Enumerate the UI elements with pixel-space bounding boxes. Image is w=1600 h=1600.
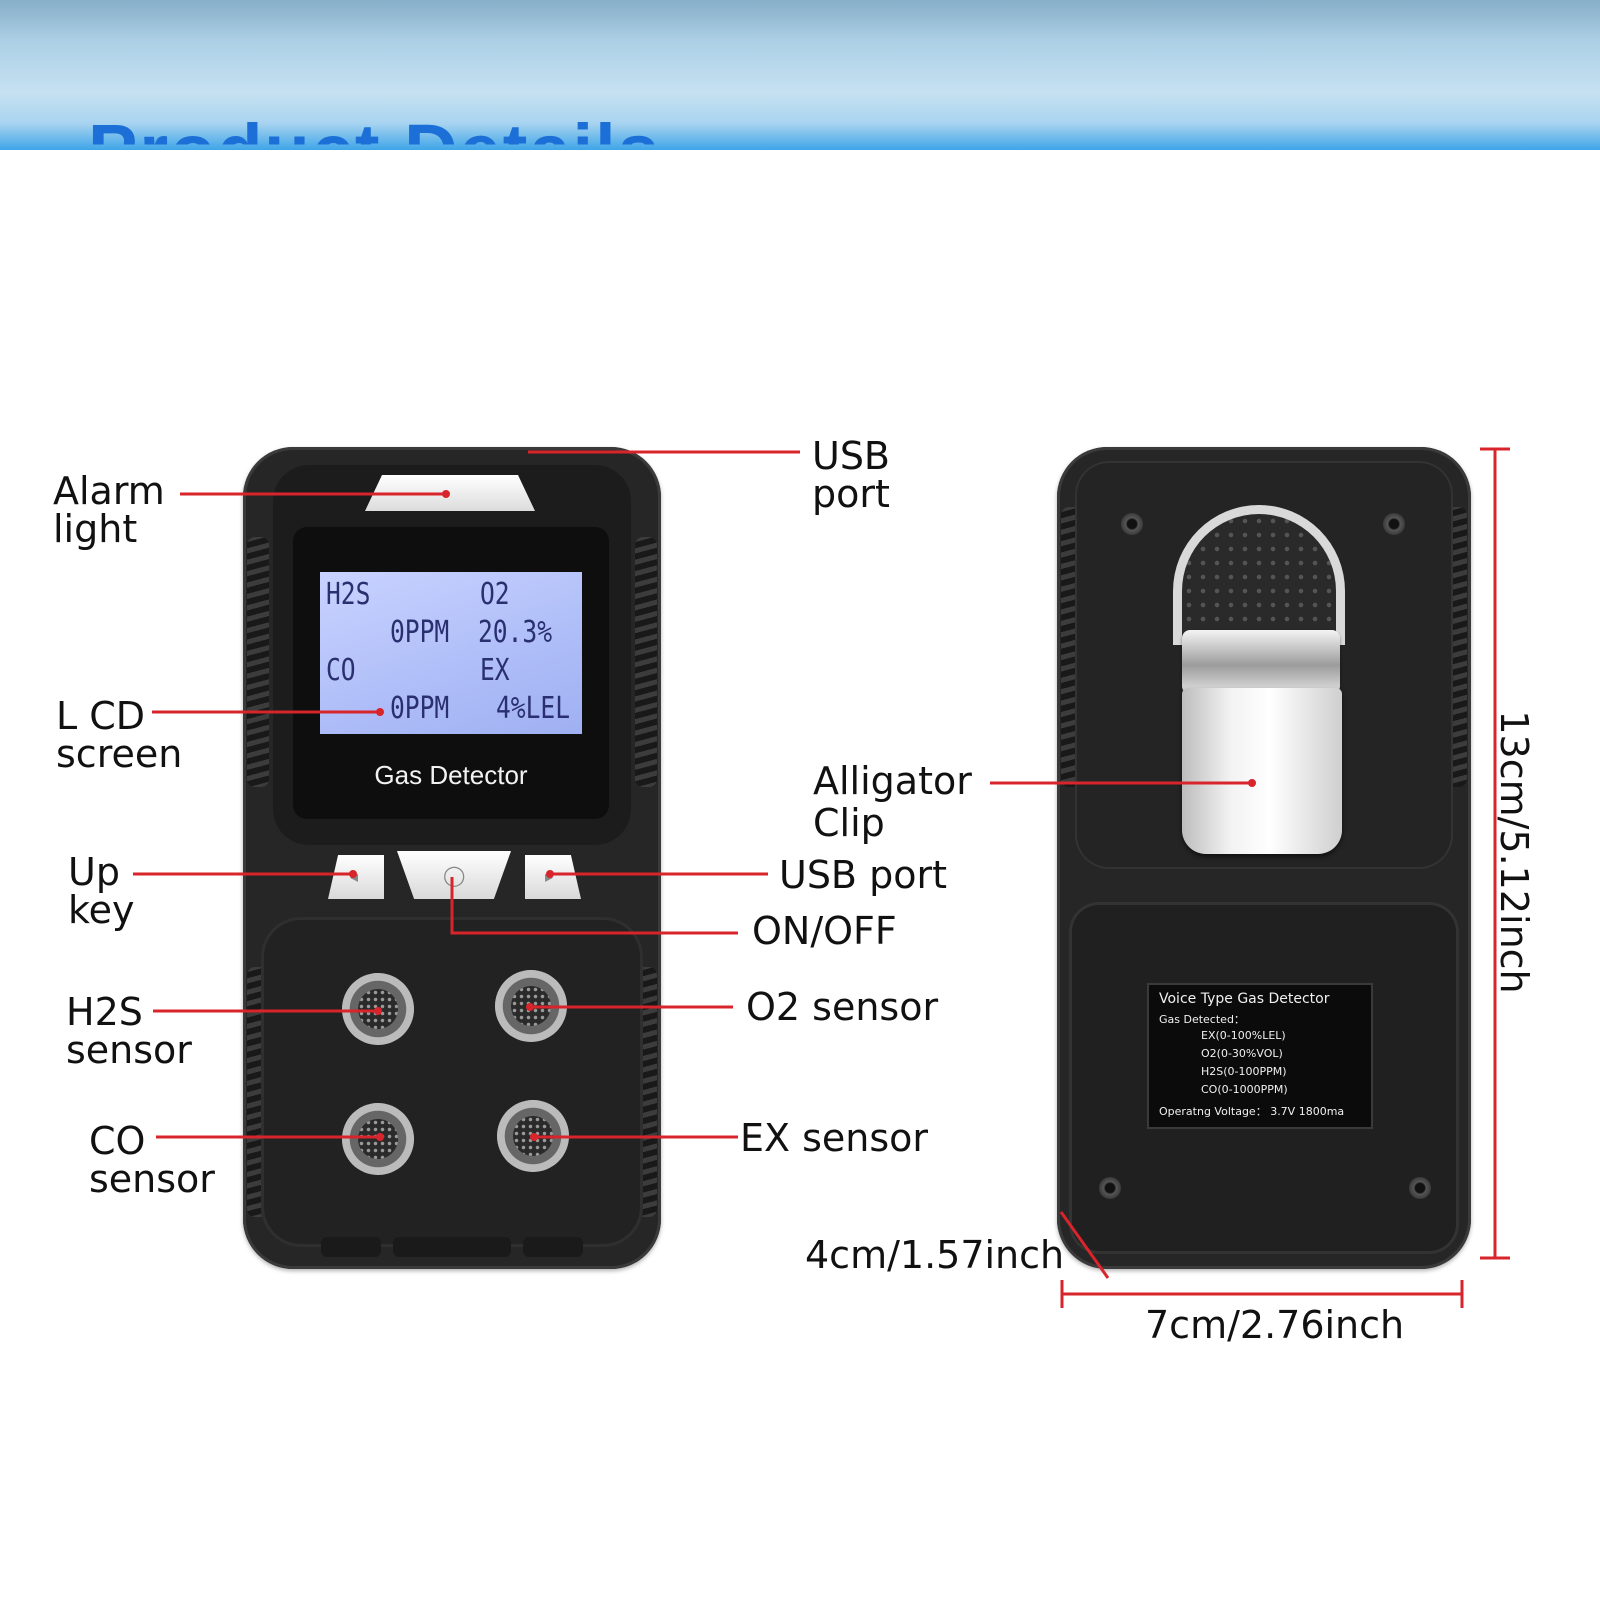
nameplate-subtitle: Gas Detected： — [1159, 1013, 1245, 1026]
label-depth: 4cm/1.57inch — [805, 1233, 1065, 1277]
nameplate-title: Voice Type Gas Detector — [1159, 991, 1330, 1007]
lcd-o2-label: O2 — [480, 577, 510, 612]
foot-tab — [523, 1237, 583, 1257]
label-width: 7cm/2.76inch — [1145, 1303, 1405, 1347]
label-height: 13cm/5.12inch — [1492, 710, 1536, 994]
top-banner: Product Details — [0, 0, 1600, 150]
screw-icon — [1121, 513, 1143, 535]
triangle-left-icon: ◂ — [350, 867, 359, 886]
lcd-ex-value: 4%LEL — [496, 691, 571, 726]
label-up-key: Up key — [68, 850, 135, 932]
label-ex-sensor: EX sensor — [740, 1116, 929, 1160]
label-on-off: ON/OFF — [752, 909, 897, 953]
label-o2-sensor: O2 sensor — [746, 985, 939, 1029]
lcd-h2s-label: H2S — [326, 577, 371, 612]
label-lcd-screen: L CD screen — [56, 694, 183, 776]
screw-icon — [1099, 1177, 1121, 1199]
label-usb-port-side: USB port — [779, 853, 947, 897]
lcd-co-label: CO — [326, 653, 356, 688]
triangle-right-icon: ▸ — [545, 867, 554, 886]
label-alligator-clip: Alligator Clip — [813, 759, 972, 845]
banner-title: Product Details — [88, 108, 661, 145]
clip-hinge — [1182, 630, 1340, 694]
lcd-ex-label: EX — [480, 653, 510, 688]
right-grip — [635, 537, 657, 787]
power-button[interactable]: ◯ — [397, 851, 511, 899]
left-grip — [247, 537, 269, 787]
spec-nameplate: Voice Type Gas Detector Gas Detected： EX… — [1147, 983, 1373, 1129]
label-h2s-sensor: H2S sensor — [66, 990, 192, 1072]
foot-tab — [321, 1237, 381, 1257]
nameplate-line: H2S(0-100PPM) — [1201, 1065, 1287, 1078]
h2s-sensor — [342, 973, 414, 1045]
label-co-sensor: CO sensor — [89, 1119, 215, 1201]
lcd-h2s-value: 0PPM — [390, 615, 450, 650]
speaker-grille — [1173, 505, 1345, 645]
lcd-screen: H2S O2 0PPM 20.3% CO EX 0PPM 4%LEL — [320, 572, 582, 734]
nameplate-line: EX(0-100%LEL) — [1201, 1029, 1286, 1042]
nameplate-voltage: Operatng Voltage： 3.7V 1800ma — [1159, 1105, 1345, 1118]
nameplate-line: CO(0-1000PPM) — [1201, 1083, 1288, 1096]
alligator-clip[interactable] — [1182, 688, 1342, 854]
power-icon: ◯ — [443, 863, 466, 887]
alarm-light — [365, 475, 535, 511]
device-brand-label: Gas Detector — [374, 760, 528, 790]
screw-icon — [1409, 1177, 1431, 1199]
front-sensor-panel — [261, 917, 643, 1247]
label-alarm-light: Alarm light — [53, 469, 165, 551]
foot-tab — [393, 1237, 511, 1257]
lcd-o2-value: 20.3% — [478, 615, 553, 650]
ex-sensor — [497, 1100, 569, 1172]
lcd-co-value: 0PPM — [390, 691, 450, 726]
co-sensor — [342, 1103, 414, 1175]
label-usb-port-top: USB port — [812, 434, 891, 516]
screw-icon — [1383, 513, 1405, 535]
o2-sensor — [495, 970, 567, 1042]
nameplate-line: O2(0-30%VOL) — [1201, 1047, 1283, 1060]
